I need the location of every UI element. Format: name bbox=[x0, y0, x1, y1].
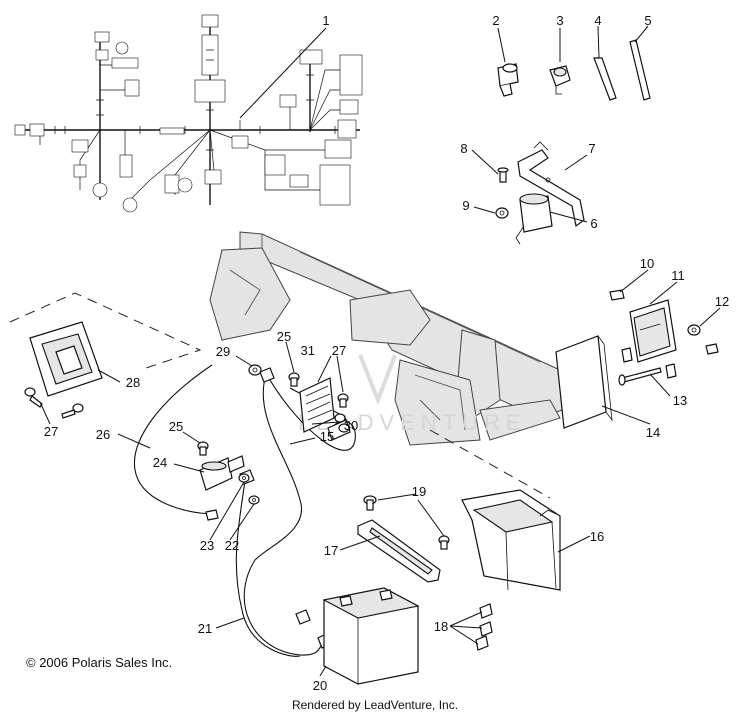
callout-25-upper: 25 bbox=[277, 329, 291, 344]
rendered-by-text: Rendered by LeadVenture, Inc. bbox=[291, 698, 459, 712]
callout-9: 9 bbox=[462, 198, 469, 213]
callout-12: 12 bbox=[715, 294, 729, 309]
callout-16: 16 bbox=[590, 529, 604, 544]
callout-5: 5 bbox=[644, 13, 651, 28]
callout-26: 26 bbox=[96, 427, 110, 442]
part-16-battery-box[interactable] bbox=[461, 489, 561, 591]
part-9-nut[interactable] bbox=[495, 207, 509, 219]
callout-4: 4 bbox=[594, 13, 601, 28]
callout-7: 7 bbox=[588, 141, 595, 156]
part-8-bolt[interactable] bbox=[497, 167, 509, 183]
part-27-bolt-right[interactable] bbox=[337, 393, 349, 408]
callout-23: 23 bbox=[200, 538, 214, 553]
callout-18: 18 bbox=[434, 619, 448, 634]
part-24-solenoid[interactable] bbox=[199, 455, 245, 491]
part-21-cable[interactable] bbox=[235, 479, 301, 657]
part-6-buzzer[interactable] bbox=[515, 193, 553, 245]
callout-11: 11 bbox=[671, 268, 685, 283]
callout-2: 2 bbox=[492, 13, 499, 28]
callout-20: 20 bbox=[313, 678, 327, 693]
callout-10: 10 bbox=[640, 256, 654, 271]
wiring-harness[interactable] bbox=[14, 14, 363, 213]
callout-21: 21 bbox=[198, 621, 212, 636]
part-25-bolt-upper[interactable] bbox=[288, 372, 300, 387]
part-19-bolt[interactable] bbox=[363, 495, 450, 550]
callout-29: 29 bbox=[216, 344, 230, 359]
part-18-fastener[interactable] bbox=[475, 603, 493, 651]
part-31-terminal-block[interactable] bbox=[299, 377, 335, 433]
part-29-nut[interactable] bbox=[248, 364, 262, 376]
part-14-cover[interactable] bbox=[555, 335, 613, 429]
part-26-cable[interactable] bbox=[133, 364, 213, 515]
leader-lines bbox=[39, 25, 721, 677]
dashed-outline-left bbox=[9, 292, 202, 371]
callout-22: 22 bbox=[225, 538, 239, 553]
vehicle-frame bbox=[209, 231, 563, 446]
callout-6: 6 bbox=[590, 216, 597, 231]
part-15-cable-b[interactable] bbox=[243, 377, 323, 656]
callout-17: 17 bbox=[324, 543, 338, 558]
callout-8: 8 bbox=[460, 141, 467, 156]
callout-28: 28 bbox=[126, 375, 140, 390]
callout-13: 13 bbox=[673, 393, 687, 408]
callout-25-lower: 25 bbox=[169, 419, 183, 434]
part-22-washer[interactable] bbox=[248, 495, 260, 505]
callout-27-right: 27 bbox=[332, 343, 346, 358]
part-5-tie-strap[interactable] bbox=[629, 39, 651, 101]
callout-3: 3 bbox=[556, 13, 563, 28]
part-7-bracket[interactable] bbox=[517, 141, 585, 228]
part-2-connector[interactable] bbox=[497, 63, 519, 97]
callout-27-left: 27 bbox=[44, 424, 58, 439]
part-11-module[interactable] bbox=[621, 299, 677, 379]
callout-24: 24 bbox=[153, 455, 167, 470]
part-30-nut[interactable] bbox=[334, 413, 350, 433]
callout-1: 1 bbox=[322, 13, 329, 28]
part-12-nut[interactable] bbox=[687, 324, 719, 355]
part-3-connector[interactable] bbox=[549, 65, 571, 95]
callout-30: 30 bbox=[344, 418, 358, 433]
part-20-battery[interactable] bbox=[322, 587, 420, 685]
part-13-bolt[interactable] bbox=[618, 367, 662, 386]
callout-14: 14 bbox=[646, 425, 660, 440]
callout-31: 31 bbox=[301, 343, 315, 358]
callout-15: 15 bbox=[320, 429, 334, 444]
part-25-bolt-lower[interactable] bbox=[197, 441, 209, 456]
callout-numbers: 1 2 3 4 5 6 7 8 9 10 11 12 13 14 15 16 1… bbox=[44, 13, 729, 693]
dashed-outline-right bbox=[429, 429, 551, 499]
callout-19: 19 bbox=[412, 484, 426, 499]
part-4-tie-strap[interactable] bbox=[593, 57, 617, 101]
copyright-text: © 2006 Polaris Sales Inc. bbox=[26, 655, 173, 670]
part-10-spacer[interactable] bbox=[609, 289, 625, 301]
part-17-hold-down[interactable] bbox=[357, 519, 441, 583]
part-28-bracket[interactable] bbox=[29, 321, 103, 397]
part-27-bolt-left[interactable] bbox=[24, 387, 84, 419]
watermark-logo bbox=[358, 354, 397, 406]
part-23-nut[interactable] bbox=[238, 473, 250, 483]
